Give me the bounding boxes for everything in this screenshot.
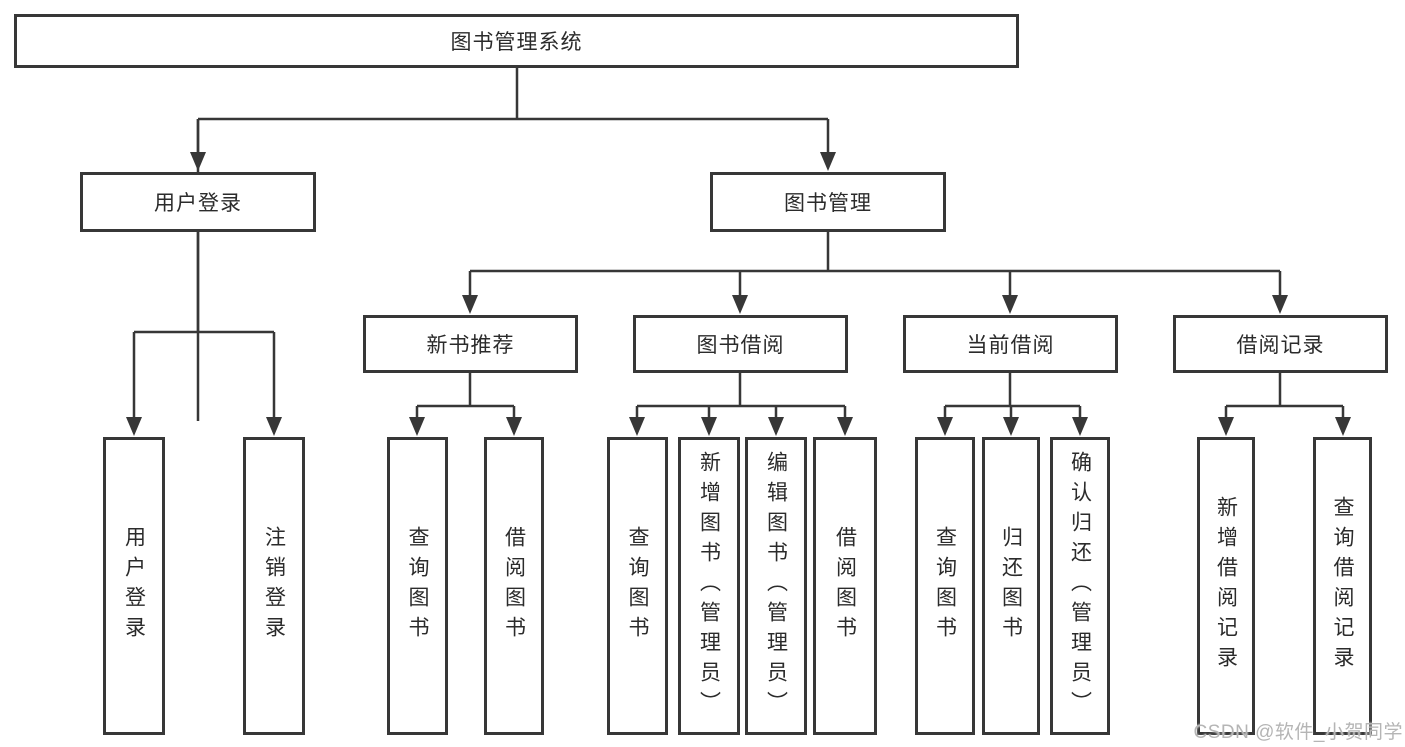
leaf-rec-query-books: 查询图书 [387, 437, 448, 735]
node-new-book-recommend: 新书推荐 [363, 315, 578, 373]
connector-currentborrow-to-leaves [943, 373, 1082, 421]
leaf-bb-query-books: 查询图书 [607, 437, 668, 735]
connector-currentborrow-arrowheads [937, 417, 1088, 436]
connector-borrowrecords-arrowheads [1218, 417, 1351, 436]
node-user-login: 用户登录 [80, 172, 316, 232]
watermark: CSDN @软件_小贺同学 [1193, 722, 1403, 743]
node-borrow-records: 借阅记录 [1173, 315, 1388, 373]
leaf-bb-borrow-books: 借阅图书 [813, 437, 877, 735]
connector-bookborrow-arrowheads [629, 417, 853, 436]
connector-bookmgmt-to-level3 [468, 232, 1282, 299]
connector-userlogin-to-leaves [132, 232, 276, 421]
leaf-user-login: 用户登录 [103, 437, 165, 735]
connector-root-to-level2 [196, 66, 830, 421]
leaf-cb-confirm-return-admin: 确认归还（管理员） [1050, 437, 1110, 735]
node-current-borrow: 当前借阅 [903, 315, 1118, 373]
node-book-management: 图书管理 [710, 172, 946, 232]
node-book-borrow: 图书借阅 [633, 315, 848, 373]
leaf-br-query-record: 查询借阅记录 [1313, 437, 1372, 735]
leaf-logout: 注销登录 [243, 437, 305, 735]
leaf-br-add-record: 新增借阅记录 [1197, 437, 1255, 735]
leaf-cb-query-books: 查询图书 [915, 437, 975, 735]
connector-bookmgmt-arrowheads [462, 295, 1288, 314]
connector-borrowrecords-to-leaves [1224, 373, 1345, 421]
leaf-bb-edit-books-admin: 编辑图书（管理员） [745, 437, 807, 735]
leaf-cb-return-books: 归还图书 [982, 437, 1040, 735]
leaf-rec-borrow-books: 借阅图书 [484, 437, 544, 735]
connector-newbookrec-arrowheads [409, 417, 522, 436]
connector-bookborrow-to-leaves [635, 373, 847, 421]
leaf-bb-add-books-admin: 新增图书（管理员） [678, 437, 740, 735]
node-root: 图书管理系统 [14, 14, 1019, 68]
connector-root-arrowheads [190, 152, 836, 171]
connector-newbookrec-to-leaves [415, 373, 516, 421]
connector-userlogin-arrowheads [126, 417, 282, 436]
